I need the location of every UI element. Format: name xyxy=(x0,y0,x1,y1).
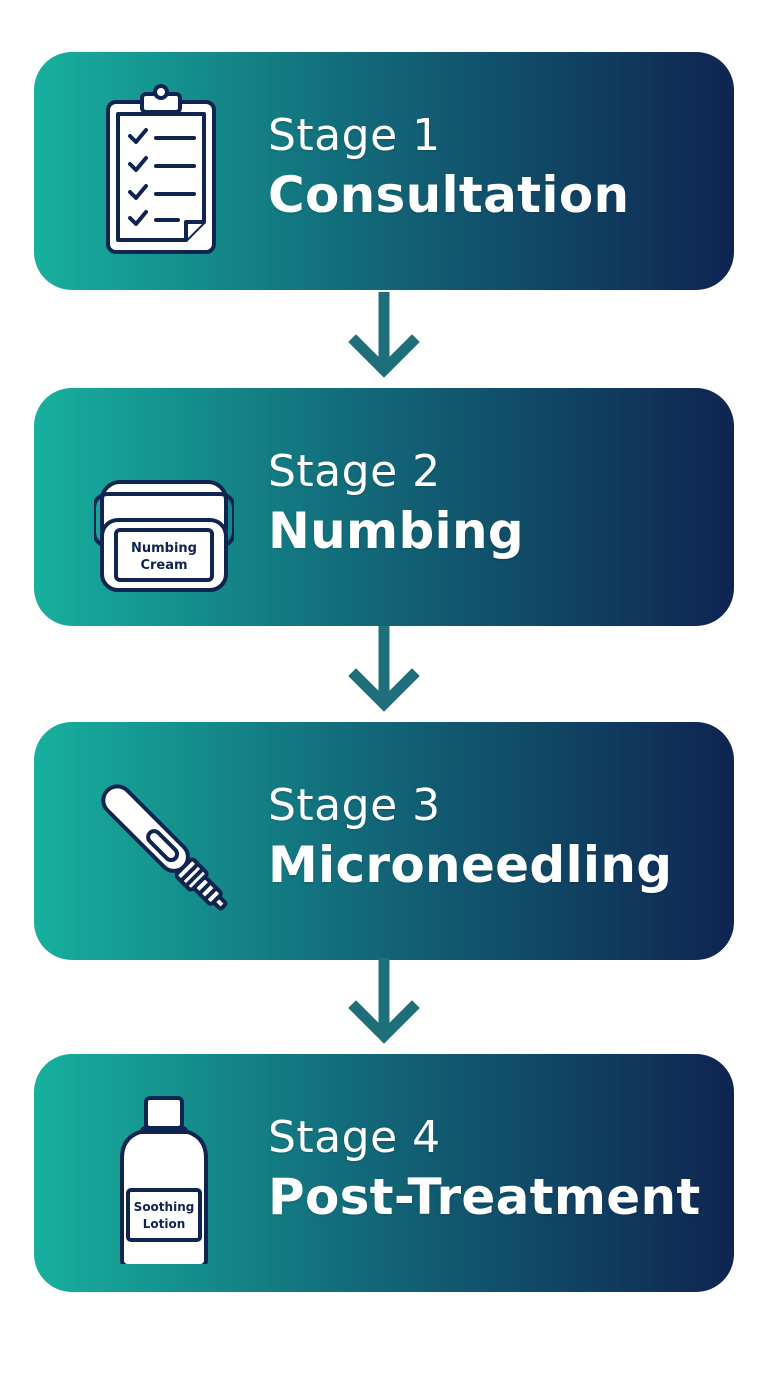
stage-title: Numbing xyxy=(268,502,524,560)
microneedling-pen-icon xyxy=(94,752,234,932)
stage-card-post-treatment: Soothing Lotion Stage 4 Post-Treatment xyxy=(34,1054,734,1292)
stage-card-numbing: Numbing Cream Stage 2 Numbing xyxy=(34,388,734,626)
stage-title: Microneedling xyxy=(268,836,673,894)
bottle-label-line1: Soothing xyxy=(134,1200,195,1214)
bottle-label-line2: Lotion xyxy=(143,1217,186,1231)
down-arrow-icon xyxy=(344,626,424,722)
cream-jar-icon: Numbing Cream xyxy=(94,418,234,598)
down-arrow-icon xyxy=(344,292,424,388)
lotion-bottle-icon: Soothing Lotion xyxy=(94,1084,234,1264)
stage-card-microneedling: Stage 3 Microneedling xyxy=(34,722,734,960)
clipboard-checklist-icon xyxy=(94,82,234,262)
stage-number-label: Stage 4 xyxy=(268,1112,441,1163)
stage-number-label: Stage 3 xyxy=(268,780,441,831)
stage-title: Post-Treatment xyxy=(268,1168,701,1226)
stage-card-consultation: Stage 1 Consultation xyxy=(34,52,734,290)
stage-number-label: Stage 2 xyxy=(268,446,441,497)
stage-title: Consultation xyxy=(268,166,630,224)
jar-label-line1: Numbing xyxy=(131,541,197,556)
down-arrow-icon xyxy=(344,958,424,1054)
stage-number-label: Stage 1 xyxy=(268,110,441,161)
jar-label-line2: Cream xyxy=(140,558,187,573)
